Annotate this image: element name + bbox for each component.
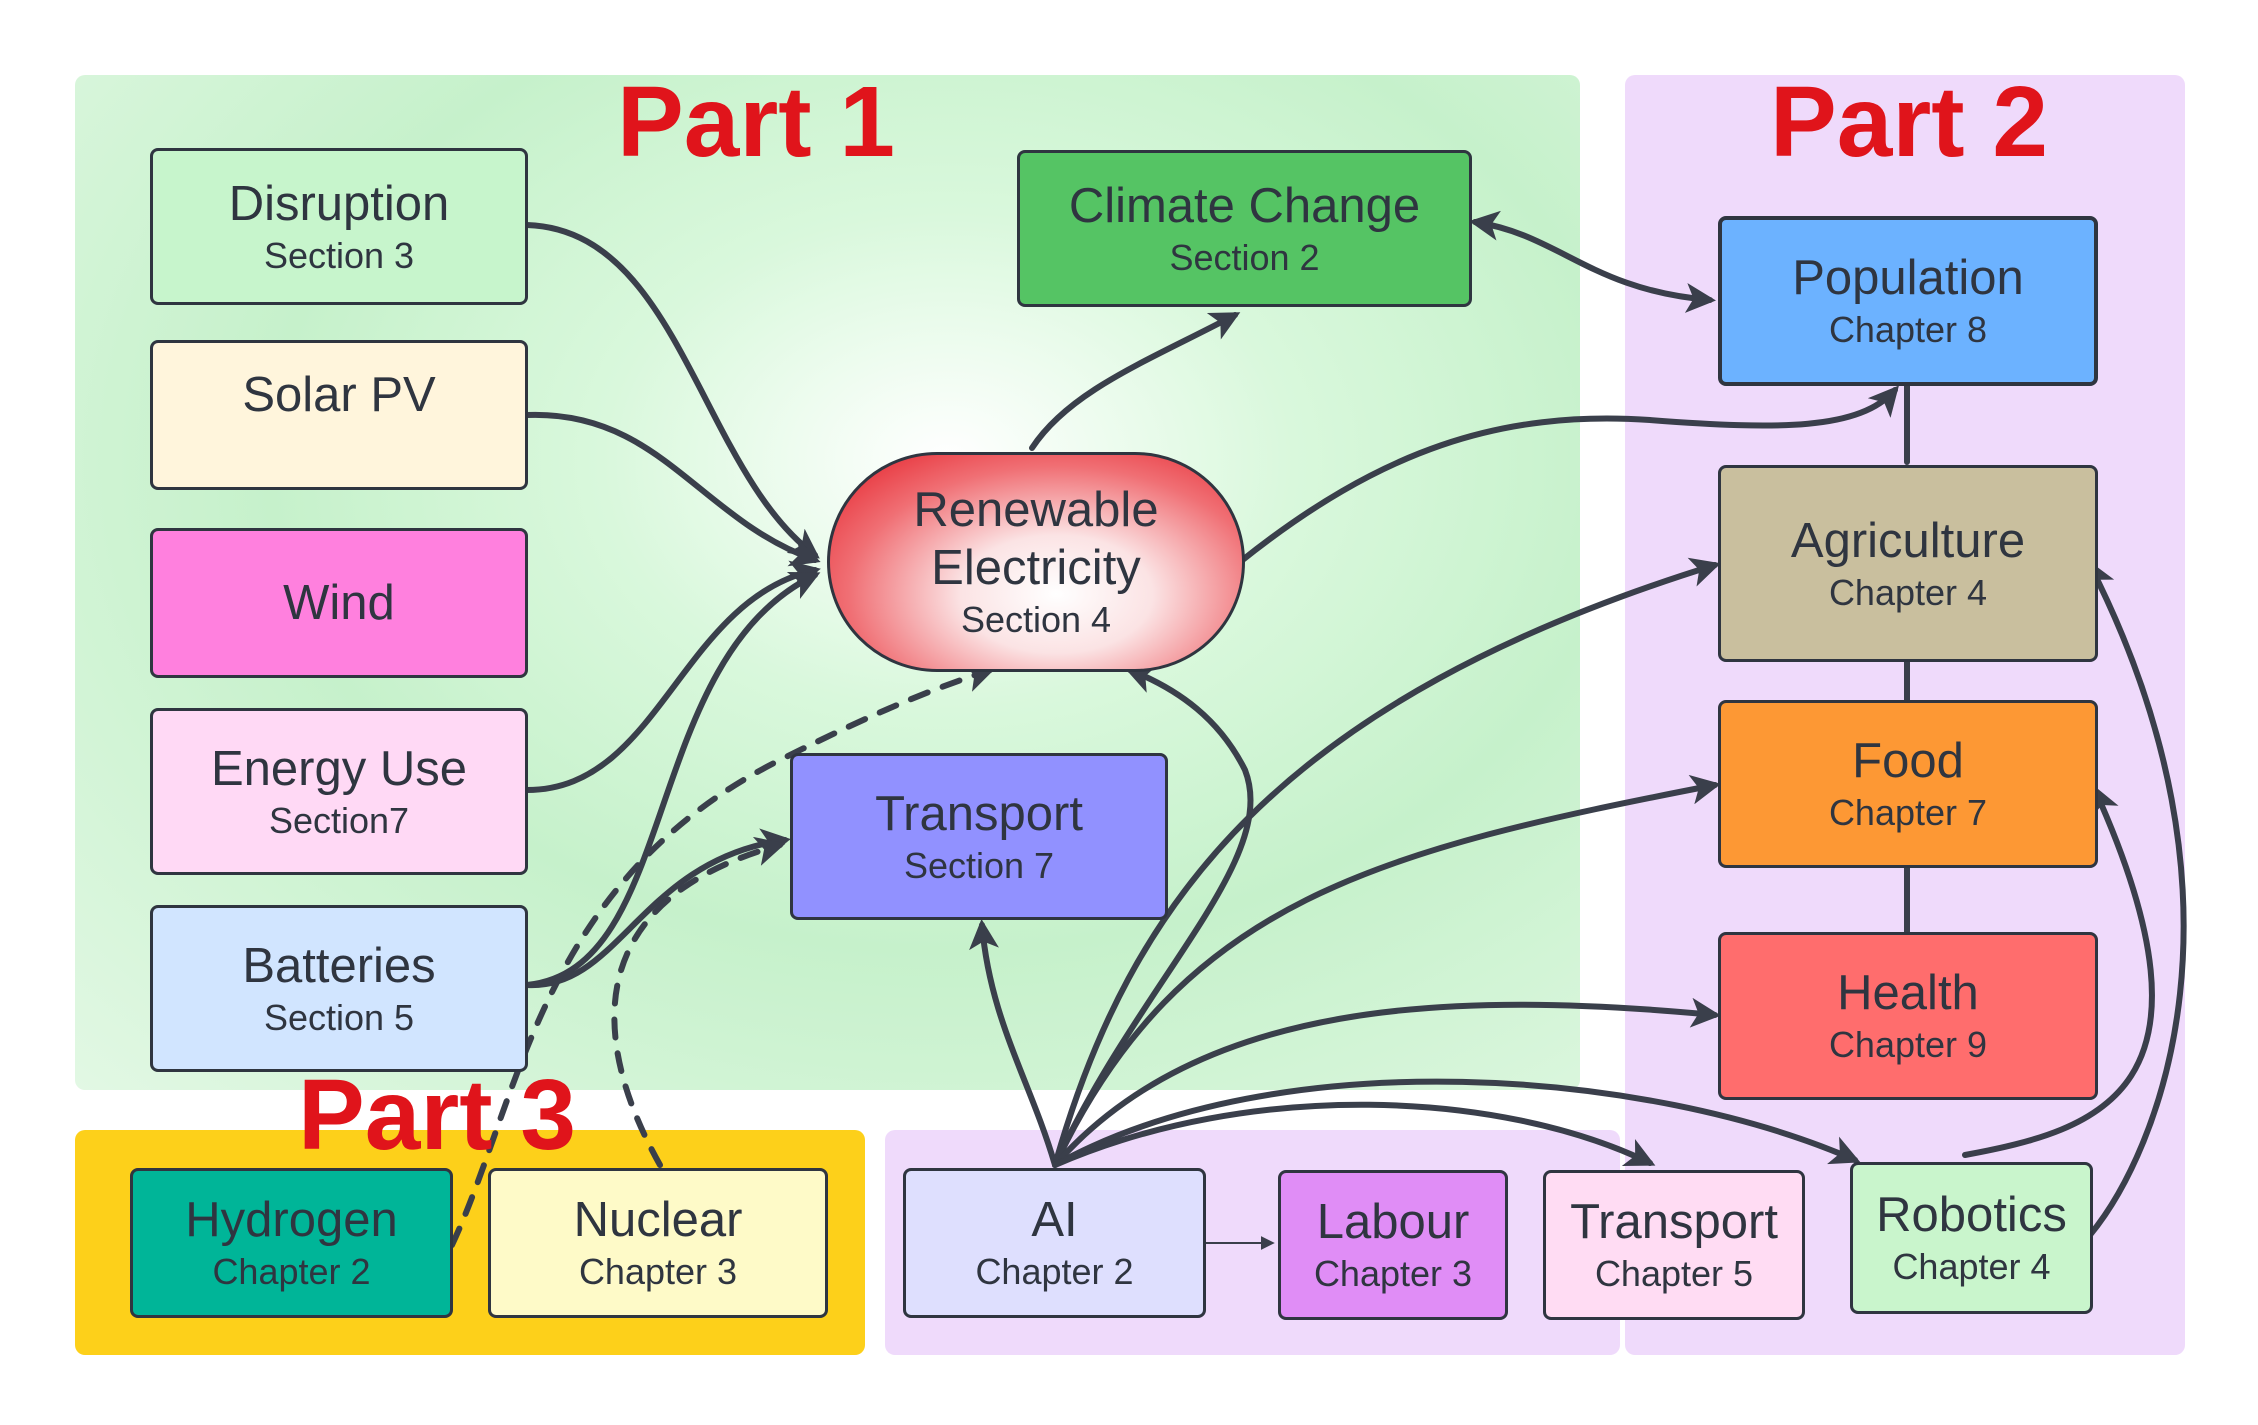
- node-title: Nuclear: [573, 1193, 743, 1247]
- part1-label: Part 1: [617, 66, 895, 178]
- edge-ai-robotics: [1052, 1078, 1861, 1168]
- node-title: Population: [1792, 251, 2024, 305]
- node-title-line1: Renewable: [913, 483, 1159, 537]
- node-title: Agriculture: [1790, 513, 2026, 568]
- node-title: Labour: [1316, 1195, 1470, 1249]
- edge-nuclear-transport: [611, 836, 786, 1168]
- node-population[interactable]: Population Chapter 8: [1718, 216, 2098, 386]
- edge-renewable-climate: [1029, 312, 1241, 451]
- node-climate-change[interactable]: Climate Change Section 2: [1017, 150, 1472, 307]
- node-subtitle: Chapter 2: [975, 1251, 1134, 1292]
- node-hydrogen[interactable]: Hydrogen Chapter 2: [130, 1168, 453, 1318]
- node-subtitle: Chapter 3: [578, 1251, 738, 1292]
- edge-renewable-population: [1237, 385, 1899, 565]
- node-title: Disruption: [228, 176, 450, 231]
- node-energy-use[interactable]: Energy Use Section7: [150, 708, 528, 875]
- edge-ai-transport: [969, 919, 1058, 1168]
- node-health[interactable]: Health Chapter 9: [1718, 932, 2098, 1100]
- node-nuclear[interactable]: Nuclear Chapter 3: [488, 1168, 828, 1318]
- node-batteries[interactable]: Batteries Section 5: [150, 905, 528, 1072]
- edge-solarpv-renewable: [524, 411, 821, 567]
- node-title: Transport: [875, 786, 1083, 841]
- node-subtitle: Section 3: [263, 234, 415, 276]
- node-subtitle: Chapter 4: [1828, 571, 1988, 613]
- node-transport-section7[interactable]: Transport Section 7: [790, 753, 1168, 920]
- node-title: Wind: [283, 576, 395, 630]
- edge-climate-population: [1469, 210, 1716, 313]
- node-wind[interactable]: Wind: [150, 528, 528, 678]
- node-subtitle: Chapter 3: [1313, 1253, 1473, 1294]
- node-renewable-electricity[interactable]: Renewable Electricity Section 4: [827, 452, 1245, 672]
- node-solar-pv[interactable]: Solar PV: [150, 340, 528, 490]
- node-title: Batteries: [242, 938, 436, 993]
- node-title: AI: [1031, 1193, 1078, 1247]
- node-subtitle: Section 4: [960, 599, 1112, 640]
- node-title: Solar PV: [242, 368, 436, 422]
- node-robotics[interactable]: Robotics Chapter 4: [1850, 1162, 2093, 1314]
- part2-label: Part 2: [1770, 66, 2048, 178]
- node-title-line2: Electricity: [931, 541, 1141, 595]
- edge-disruption-renewable: [524, 222, 820, 559]
- node-subtitle: Section 7: [903, 844, 1055, 886]
- node-subtitle: Section7: [268, 799, 410, 841]
- node-ai[interactable]: AI Chapter 2: [903, 1168, 1206, 1318]
- node-subtitle: Chapter 5: [1594, 1253, 1754, 1294]
- node-subtitle: Chapter 9: [1828, 1024, 1988, 1065]
- node-title: Energy Use: [210, 741, 467, 796]
- node-subtitle: Chapter 7: [1828, 792, 1988, 833]
- node-disruption[interactable]: Disruption Section 3: [150, 148, 528, 305]
- node-subtitle: Section 2: [1169, 236, 1320, 278]
- node-title: Health: [1837, 966, 1979, 1020]
- node-subtitle: Chapter 2: [212, 1251, 371, 1292]
- node-title: Food: [1852, 734, 1964, 788]
- edge-hydrogen-renewable: [449, 663, 996, 1248]
- edge-robotics-agriculture: [2087, 559, 2187, 1238]
- node-title: Climate Change: [1068, 178, 1421, 233]
- edge-robotics-food: [1962, 784, 2155, 1158]
- node-title: Robotics: [1876, 1188, 2067, 1242]
- edge-ai-food: [1052, 774, 1721, 1168]
- edge-batteries-renewable: [524, 572, 821, 988]
- node-title: Hydrogen: [185, 1193, 398, 1247]
- node-transport-chapter5[interactable]: Transport Chapter 5: [1543, 1170, 1805, 1320]
- node-subtitle: Chapter 8: [1828, 309, 1988, 350]
- node-labour[interactable]: Labour Chapter 3: [1278, 1170, 1508, 1320]
- edge-ai-health: [1052, 997, 1721, 1168]
- node-food[interactable]: Food Chapter 7: [1718, 700, 2098, 868]
- node-subtitle: Chapter 4: [1892, 1246, 2051, 1287]
- node-agriculture[interactable]: Agriculture Chapter 4: [1718, 465, 2098, 662]
- edge-energyuse-renewable: [524, 560, 821, 793]
- part3-label: Part 3: [298, 1059, 576, 1171]
- edge-ai-transport-ch5: [1052, 1101, 1656, 1168]
- edge-ai-agriculture: [1052, 557, 1721, 1168]
- node-subtitle: Section 5: [263, 996, 415, 1038]
- node-title: Transport: [1570, 1195, 1778, 1249]
